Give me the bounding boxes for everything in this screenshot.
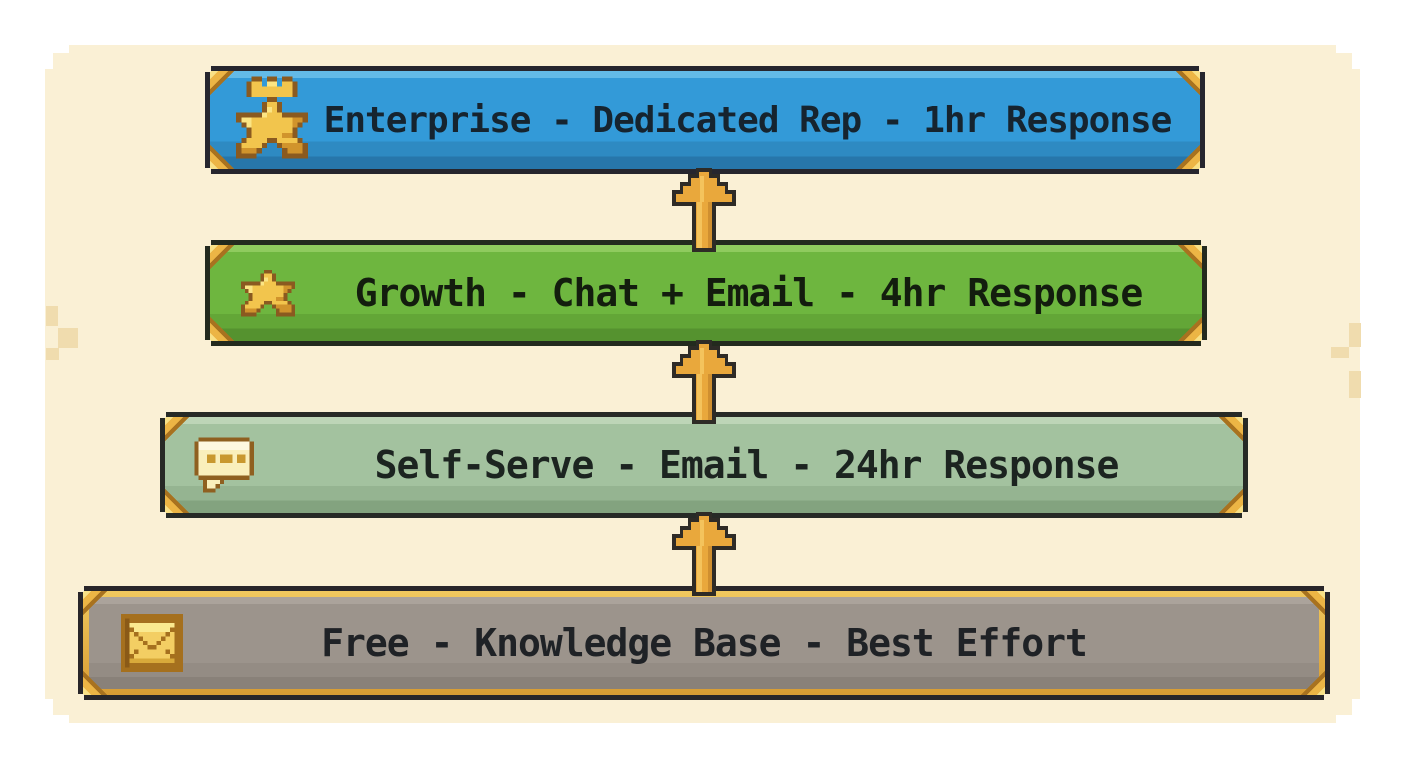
tier-enterprise-banner[interactable]: Enterprise - Dedicated Rep - 1hr Respons… xyxy=(205,66,1205,174)
gold-corner-accent xyxy=(1219,489,1243,513)
banner-fill xyxy=(210,71,1200,169)
gold-corner-accent xyxy=(165,417,189,441)
up-arrow-icon xyxy=(668,168,740,252)
crown-star-icon xyxy=(231,77,313,164)
gold-corner-accent xyxy=(210,317,234,341)
pixel-decoration xyxy=(46,348,59,360)
pixel-decoration xyxy=(1331,347,1349,358)
gold-corner-accent xyxy=(1301,671,1325,695)
gold-corner-accent xyxy=(210,145,234,169)
banner-fill xyxy=(89,597,1319,689)
banner-fill xyxy=(165,417,1243,513)
gold-corner-accent xyxy=(1178,317,1202,341)
pixel-decoration xyxy=(58,328,78,348)
gold-corner-accent xyxy=(83,671,107,695)
banner-fill xyxy=(210,245,1202,341)
pixel-decoration xyxy=(1349,323,1361,347)
gold-corner-accent xyxy=(1176,145,1200,169)
pixel-decoration xyxy=(46,306,58,326)
tier-self-serve-banner[interactable]: Self-Serve - Email - 24hr Response xyxy=(160,412,1248,518)
gold-corner-accent xyxy=(210,245,234,269)
up-arrow-icon xyxy=(668,512,740,596)
pixel-decoration xyxy=(1349,371,1361,398)
tier-enterprise-label: Enterprise - Dedicated Rep - 1hr Respons… xyxy=(323,99,1172,141)
gold-corner-accent xyxy=(1176,71,1200,95)
gold-corner-accent xyxy=(165,489,189,513)
tier-growth-label: Growth - Chat + Email - 4hr Response xyxy=(354,271,1143,315)
tier-free-banner[interactable]: Free - Knowledge Base - Best Effort xyxy=(78,586,1330,700)
tier-self-serve-label: Self-Serve - Email - 24hr Response xyxy=(374,443,1119,487)
gold-corner-accent xyxy=(83,591,107,615)
up-arrow-icon xyxy=(668,340,740,424)
tier-free-label: Free - Knowledge Base - Best Effort xyxy=(321,621,1087,665)
gold-corner-accent xyxy=(210,71,234,95)
envelope-icon xyxy=(116,614,188,672)
tier-growth-banner[interactable]: Growth - Chat + Email - 4hr Response xyxy=(205,240,1207,346)
star-icon xyxy=(237,268,299,318)
speech-bubble-icon xyxy=(190,437,258,493)
gold-corner-accent xyxy=(1301,591,1325,615)
gold-corner-accent xyxy=(1178,245,1202,269)
gold-corner-accent xyxy=(1219,417,1243,441)
